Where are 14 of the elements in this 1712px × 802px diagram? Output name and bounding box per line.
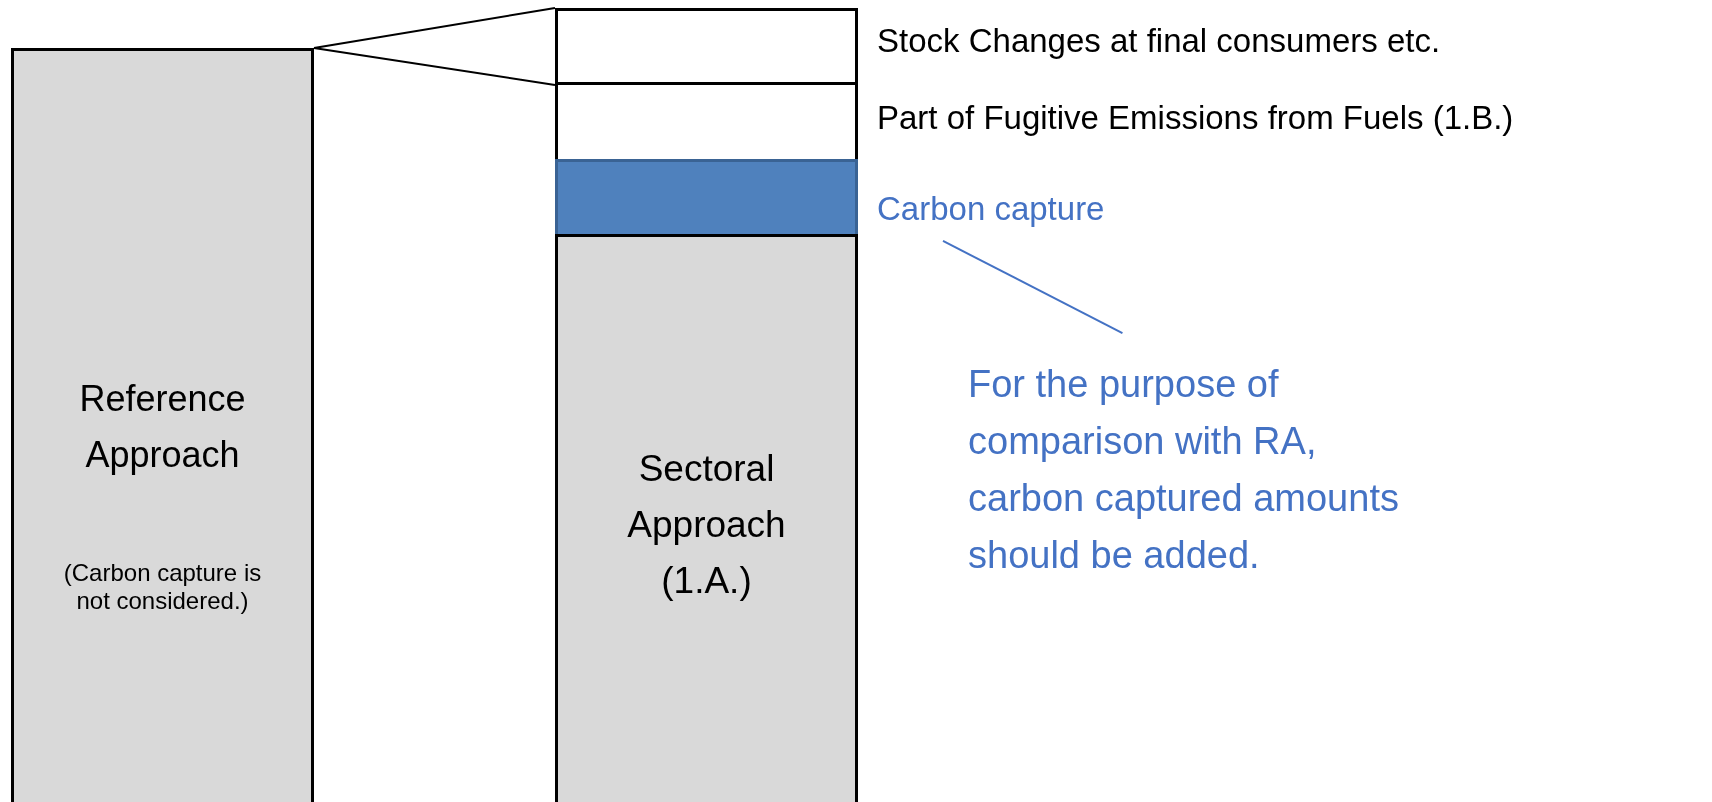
bar-title: Reference Approach — [78, 377, 247, 477]
bar-note: (Carbon capture is not considered.) — [62, 559, 263, 615]
text-label: Part of Fugitive Emissions from Fuels (1.B.) — [877, 99, 1514, 137]
stock-box — [555, 8, 858, 85]
connector-line — [313, 47, 556, 86]
text-label: Carbon capture — [877, 184, 1207, 234]
carbon-capture-box — [555, 159, 858, 237]
text-label: Stock Changes at final consumers etc. — [877, 22, 1441, 60]
sectoral-bar — [555, 234, 858, 802]
reference-bar — [11, 48, 314, 802]
fugitive-box — [555, 82, 858, 162]
leader-line — [942, 239, 1124, 335]
bar-title: Sectoral Approach (1.A.) — [626, 447, 787, 603]
note-text: For the purpose of comparison with RA, carbon captured amounts should be added. — [968, 356, 1436, 584]
